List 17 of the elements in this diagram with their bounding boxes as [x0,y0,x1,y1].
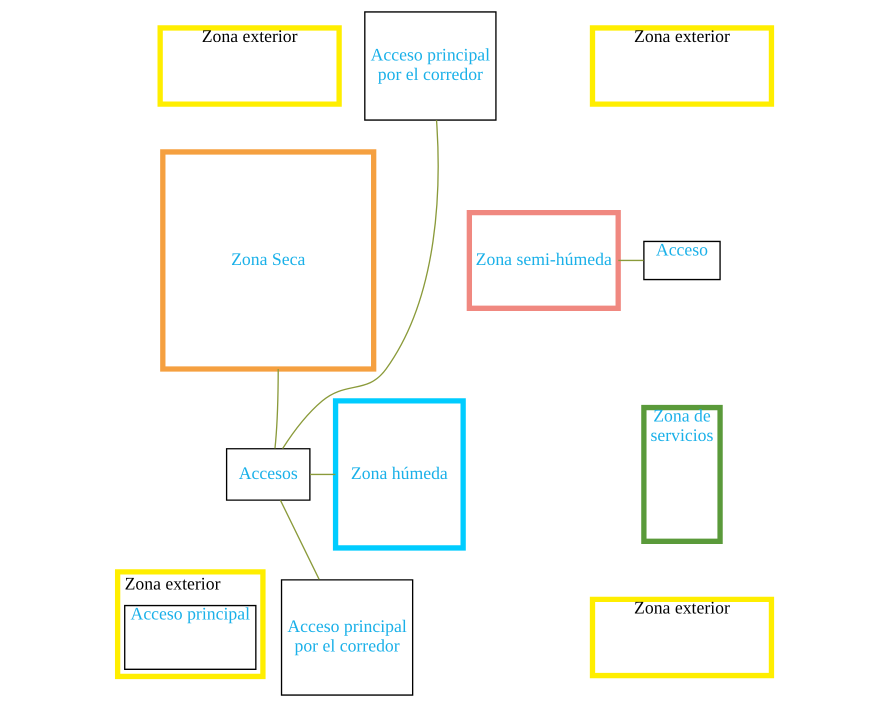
node-box: Zona exterior [157,25,342,107]
node-box: Zona exterior [589,596,774,678]
node-box: Zona húmeda [332,398,466,551]
node-box: Zona de servicios [640,404,722,544]
connector [274,369,278,448]
connector [279,500,320,580]
node-box: Acceso principal por el corredor [364,11,496,121]
node-box: Acceso principal [124,604,256,670]
node-box: Zona Seca [160,149,376,372]
node-box: Acceso [642,240,720,280]
connector [309,474,335,476]
node-box: Zona exterior [589,25,774,107]
node-box: Acceso principal por el corredor [280,579,413,696]
connector [282,120,438,450]
node-box: Zona semi-húmeda [466,210,620,311]
connector [618,260,644,262]
node-box: Accesos [225,448,310,501]
